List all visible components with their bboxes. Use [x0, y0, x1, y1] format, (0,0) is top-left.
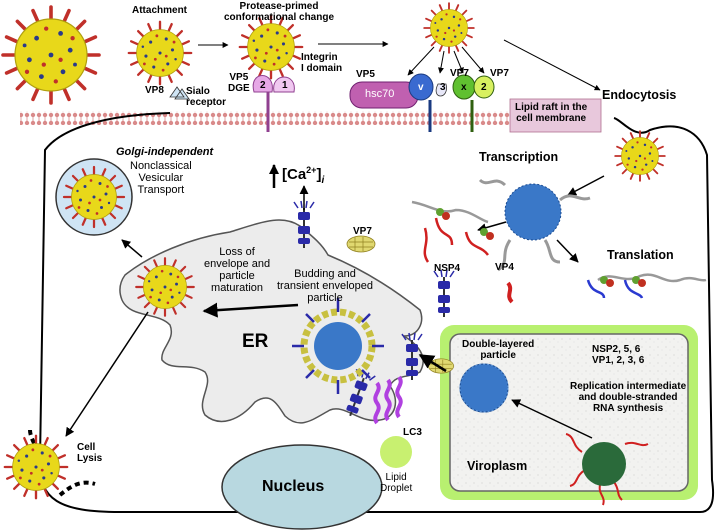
rna-strand-icon	[411, 200, 707, 299]
vp7-b-label: VP7	[490, 68, 509, 79]
golgi-transport-label: Nonclassical Vesicular Transport	[130, 160, 192, 197]
integrin-receptor-icon	[252, 75, 295, 132]
vp5-dge-label: VP5 DGE	[228, 72, 250, 94]
arrow-to-maturation	[202, 302, 299, 318]
lipid-droplet-label: Lipid Droplet	[380, 472, 413, 494]
v-label: v	[418, 82, 424, 93]
lipid-raft-label: Lipid raft in the cell membrane	[515, 102, 588, 124]
nsp4-protein-icon	[433, 269, 455, 318]
num-2b-label: 2	[481, 82, 487, 93]
loss-of-envelope-label: Loss of envelope and particle maturation	[204, 246, 271, 295]
arrow-endocytosis	[503, 39, 601, 91]
vp4-label: VP4	[495, 262, 514, 273]
budding-label: Budding and transient enveloped particle	[277, 268, 374, 305]
virion-icon	[62, 165, 126, 229]
lipid-droplet	[380, 436, 412, 468]
vp5-top-label: VP5	[356, 69, 375, 80]
vp7-er-label: VP7	[353, 226, 372, 237]
sialo-receptor-icon	[169, 86, 190, 100]
attachment-label: Attachment	[132, 5, 188, 16]
hsc70-label: hsc70	[365, 88, 395, 100]
replication-intermediate-icon	[565, 433, 649, 506]
golgi-italic-label: Golgi-independent	[116, 146, 214, 158]
arrow-replication-to-dlp	[511, 399, 593, 439]
double-layered-particle-icon	[459, 363, 509, 413]
nucleus-label: Nucleus	[262, 478, 325, 495]
endocytosis-label: Endocytosis	[602, 88, 677, 102]
lipid-raft-box	[509, 98, 602, 133]
sialo-receptor-label: Sialo receptor	[186, 86, 227, 108]
er-shape	[119, 219, 424, 424]
virion-icon	[3, 434, 69, 500]
lc3-label: LC3	[403, 427, 422, 438]
virion-icon	[238, 14, 304, 80]
domain-2-label: 2	[260, 80, 266, 91]
lc3-icon	[373, 375, 403, 425]
integrin-label: Integrin I domain	[301, 52, 343, 74]
protease-change-label: Protease-primed conformational change	[224, 1, 335, 23]
translation-label: Translation	[607, 248, 674, 262]
arrow-dlp-to-er	[418, 353, 447, 373]
arrow-to-lysis	[65, 311, 149, 437]
replication-label: Replication intermediate and double-stra…	[570, 381, 687, 414]
arrow-to-vp7b	[461, 46, 485, 74]
vp7-a-label: VP7	[450, 68, 469, 79]
transcribing-particle-icon	[478, 178, 591, 272]
cell-break-lower	[58, 480, 96, 497]
nsp4-label: NSP4	[434, 263, 461, 274]
virion-icon	[135, 257, 195, 317]
arrow-to-vp5	[407, 46, 435, 76]
viroplasm-label: Viroplasm	[467, 459, 528, 473]
domain-1-label: 1	[282, 80, 288, 91]
arrow-to-vesicle	[121, 239, 143, 258]
virion-icon	[423, 2, 475, 54]
virion-icon	[1, 5, 101, 105]
cell-lysis-label: Cell Lysis	[77, 442, 103, 464]
cell-outline	[38, 112, 715, 513]
arrow-to-vp7	[453, 50, 464, 74]
arrow-to-translation	[556, 239, 579, 263]
nucleus	[221, 444, 383, 530]
virion-icon	[127, 20, 193, 86]
enveloped-particle-icon	[292, 298, 384, 394]
vp7-cluster-icon	[428, 358, 454, 374]
x-label: x	[461, 82, 467, 93]
arrow-to-3	[438, 50, 445, 74]
vp8-label: VP8	[145, 85, 164, 96]
arrow-to-transcription	[567, 175, 605, 196]
vp7-cluster-icon	[346, 235, 376, 253]
num-3-label: 3	[440, 82, 446, 93]
double-layered-label: Double-layered particle	[462, 339, 535, 361]
calcium-label: [Ca2+]i	[282, 165, 325, 186]
er-label: ER	[242, 331, 269, 352]
vp4-protein-icon	[506, 281, 514, 304]
vp5-receptor-icon	[408, 73, 447, 132]
viroplasm-area	[449, 333, 689, 492]
nsp-list-label: NSP2, 5, 6 VP1, 2, 3, 6	[592, 344, 645, 366]
transcription-label: Transcription	[479, 150, 559, 164]
vp7-receptor-icon	[452, 74, 495, 132]
virion-icon	[614, 130, 666, 182]
